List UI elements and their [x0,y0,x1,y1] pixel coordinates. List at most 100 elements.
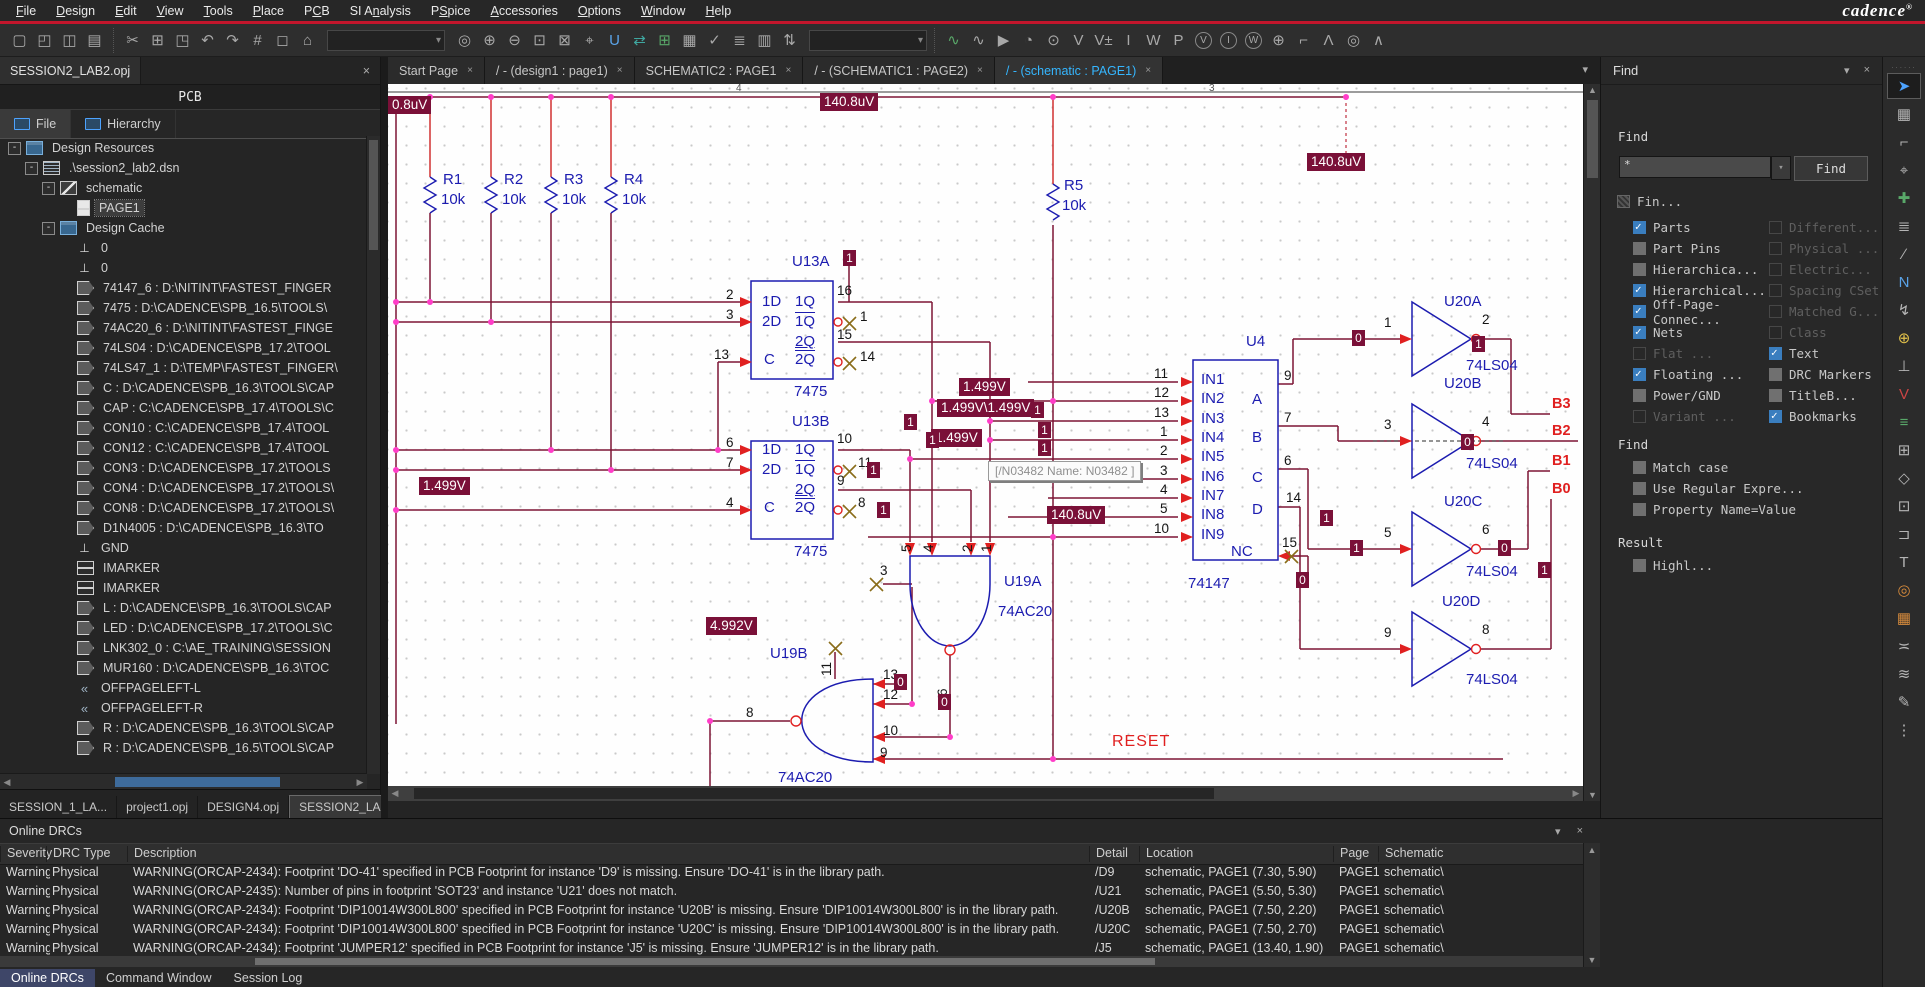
tree-item[interactable]: 74147_6 : D:\NITINT\FASTEST_FINGER [0,278,367,298]
view-tab[interactable]: Hierarchy [71,110,176,138]
tree-item[interactable]: IMARKER [0,578,367,598]
tree-item[interactable]: LNK302_0 : C:\AE_TRAINING\SESSION [0,638,367,658]
find-filter[interactable]: Spacing CSet [1769,280,1905,301]
checkbox[interactable] [1769,305,1782,318]
find-filter[interactable]: Nets [1633,322,1769,343]
find-filter[interactable]: Electric... [1769,259,1905,280]
scroll-thumb[interactable] [414,788,1214,799]
checkbox[interactable] [1633,559,1646,572]
menu-item[interactable]: View [156,3,184,18]
zoom-area-icon[interactable]: ⊠ [558,32,571,49]
power-marker-icon[interactable]: W [1146,31,1161,49]
close-icon[interactable]: × [362,63,370,78]
panel-splitter[interactable] [381,57,388,818]
document-tab[interactable]: / - (design1 : page1) × [484,57,635,84]
find-filter[interactable]: Off-Page-Connec... [1633,297,1769,327]
expander-icon[interactable]: - [42,181,55,195]
voltage-level-marker-icon[interactable]: V [1898,385,1909,403]
tree-item[interactable]: CAP : C:\CADENCE\SPB_17.4\TOOLS\C [0,398,367,418]
tree-horizontal-scrollbar[interactable]: ◀ ▶ [0,773,367,790]
checkbox[interactable] [1769,221,1782,234]
tree-item[interactable]: CON4 : D:\CADENCE\SPB_17.2\TOOLS\ [0,478,367,498]
checkbox[interactable] [1633,263,1646,276]
drc-table-row[interactable]: Warning Physical WARNING(ORCAP-2434): Fo… [6,941,1444,955]
menu-item[interactable]: Help [705,3,732,18]
tree-item[interactable]: - Design Resources [0,138,367,158]
page-combo[interactable]: ▾ [327,29,445,51]
tree-item[interactable]: GND [0,538,367,558]
tree-item[interactable]: - .\session2_lab2.dsn [0,158,367,178]
print-icon[interactable]: ▤ [87,32,102,49]
find-option[interactable]: Use Regular Expre... [1633,478,1873,499]
document-tab[interactable]: Start Page × [388,57,485,84]
checkbox[interactable] [1633,325,1646,339]
tree-item[interactable]: OFFPAGELEFT-R [0,698,367,718]
tree-item[interactable]: CON3 : D:\CADENCE\SPB_17.2\TOOLS [0,458,367,478]
checkbox[interactable] [1617,195,1630,208]
place-net-alias-icon[interactable]: ⌖ [1899,161,1909,179]
menu-item[interactable]: Window [640,3,686,18]
output-panel-tab[interactable]: Command Window [105,970,212,985]
voltage-differential-marker-icon[interactable]: V± [1094,31,1113,49]
canvas-vertical-scrollbar[interactable]: ▲ ▼ [1583,84,1601,801]
tree-vertical-scrollbar[interactable] [366,136,380,774]
edit-simulation-profile-icon[interactable]: ∿ [972,32,985,49]
find-filter[interactable]: DRC Markers [1769,364,1905,385]
measure-icon[interactable]: ≍ [1897,638,1911,655]
close-icon[interactable]: × [616,65,623,76]
checkbox[interactable] [1769,263,1782,276]
menu-item[interactable]: PSpice [430,3,471,18]
zoom-fit-icon[interactable]: ⊡ [533,32,546,49]
tree-item[interactable]: 7475 : D:\CADENCE\SPB_16.5\TOOLS\ [0,298,367,318]
place-ground-icon[interactable]: ⊥ [1897,358,1911,375]
checkbox[interactable] [1769,242,1782,255]
view-simulation-results-icon[interactable]: ◔ [1023,31,1034,49]
tree-item[interactable]: 0 [0,258,367,278]
swap-view-icon[interactable]: ⇄ [633,32,646,49]
add-grid-icon[interactable]: ⊞ [658,32,671,49]
undo-icon[interactable]: ↶ [201,32,214,49]
tree-item[interactable]: MUR160 : D:\CADENCE\SPB_16.3\TOC [0,658,367,678]
find-filter[interactable]: Bookmarks [1769,406,1905,427]
find-filter[interactable]: Class [1769,322,1905,343]
checkbox[interactable] [1769,326,1782,339]
tree-item[interactable]: - Design Cache [0,218,367,238]
mirror-icon[interactable]: Λ [1323,31,1334,49]
checkbox[interactable] [1633,389,1646,402]
scroll-right-icon[interactable]: ▶ [356,776,364,787]
net-group-icon[interactable]: N [1898,273,1910,291]
document-tab[interactable]: / - (schematic : PAGE1) × [994,57,1164,84]
tree-item[interactable]: R : D:\CADENCE\SPB_16.5\TOOLS\CAP [0,738,367,758]
panel-menu-icon[interactable]: ▾ [1844,65,1850,77]
place-pad-icon[interactable]: ⊡ [1897,498,1911,515]
checkbox[interactable] [1769,346,1782,360]
scroll-right-icon[interactable]: ▶ [1572,788,1580,798]
bias-voltage-toggle-icon[interactable]: V [1191,28,1216,53]
checkbox[interactable] [1633,347,1646,360]
find-filter[interactable]: Hierarchica... [1633,259,1769,280]
canvas-horizontal-scrollbar[interactable]: ◀ ▶ [388,786,1583,801]
menu-item[interactable]: Options [577,3,621,18]
find-filter[interactable]: Matched G... [1769,301,1905,322]
checkbox[interactable] [1633,410,1646,423]
current-filter-icon[interactable]: ≡ [1899,413,1909,431]
find-filter[interactable]: Parts [1633,217,1769,238]
find-search-input[interactable]: * [1619,156,1771,178]
menu-item[interactable]: File [16,3,37,18]
drc-table-row[interactable]: Warning Physical WARNING(ORCAP-2435): Nu… [6,884,1444,898]
find-filter[interactable]: Different... [1769,217,1905,238]
place-bus-entry-icon[interactable]: ∕ [1902,245,1906,263]
find-filter-master[interactable]: Fin... [1617,191,1682,212]
tree-item[interactable]: 74LS47_1 : D:\TEMP\FASTEST_FINGER\ [0,358,367,378]
tree-item[interactable]: LED : D:\CADENCE\SPB_17.2\TOOLS\C [0,618,367,638]
menu-item[interactable]: PCB [303,3,330,18]
menu-item[interactable]: Edit [115,3,137,18]
redo-icon[interactable]: ↷ [226,32,239,49]
checkbox[interactable] [1633,367,1646,381]
zoom-tool-icon[interactable]: ◎ [1897,582,1911,599]
current-marker-icon[interactable]: I [1126,31,1131,49]
paste-icon[interactable]: ◳ [175,32,190,49]
find-filter[interactable]: Physical ... [1769,238,1905,259]
zoom-out-icon[interactable]: ⊖ [508,32,521,49]
drc-table-row[interactable]: Warning Physical WARNING(ORCAP-2434): Fo… [6,903,1444,917]
